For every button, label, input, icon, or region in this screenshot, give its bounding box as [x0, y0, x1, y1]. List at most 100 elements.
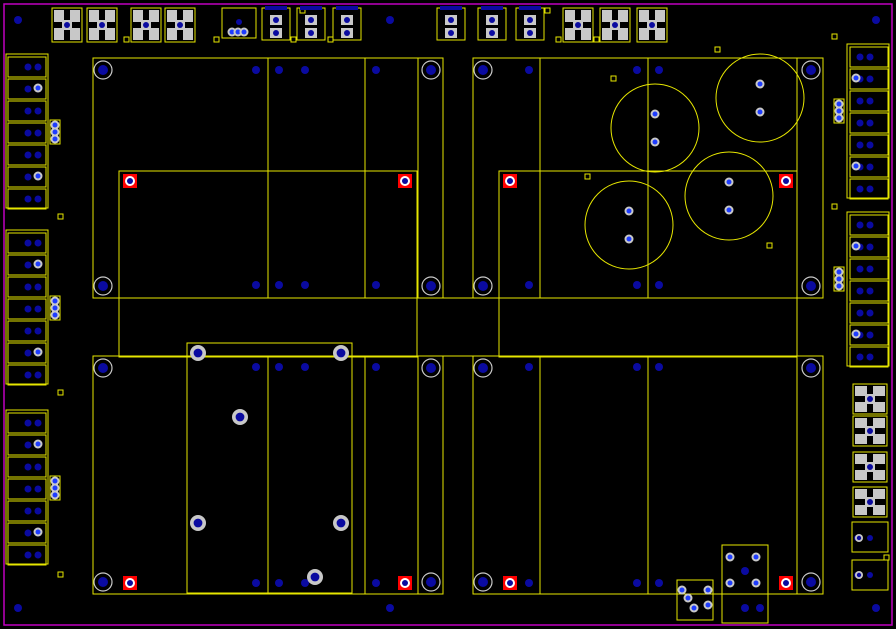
small-pad-drill	[35, 349, 41, 355]
via	[301, 281, 309, 289]
via	[24, 485, 32, 493]
connector-tab	[265, 6, 287, 10]
smd-drill	[612, 22, 618, 28]
connector-outline	[7, 544, 47, 566]
via	[24, 463, 32, 471]
via	[252, 363, 260, 371]
via	[372, 66, 380, 74]
via	[386, 604, 394, 612]
fiducial-drill	[127, 178, 133, 184]
mounting-hole-drill	[98, 65, 108, 75]
fiducial-drill	[507, 580, 513, 586]
connector-outline	[849, 68, 889, 90]
silk-marker	[584, 173, 591, 180]
mounting-hole-drill	[98, 281, 108, 291]
inner-frame	[118, 170, 418, 358]
small-pad-drill	[727, 554, 733, 560]
small-pad-drill	[52, 305, 58, 311]
small-pad-drill	[836, 115, 842, 121]
via	[24, 529, 32, 537]
connector-group-outline	[846, 211, 890, 367]
connector-tab	[336, 6, 358, 10]
small-pad-drill	[52, 298, 58, 304]
thru-pad-drill	[193, 348, 203, 358]
connector-outline	[7, 56, 47, 78]
silk-marker	[327, 36, 334, 43]
via	[14, 16, 22, 24]
via	[866, 119, 874, 127]
connector-outline	[7, 522, 47, 544]
small-pad-drill	[757, 81, 763, 87]
via	[655, 66, 663, 74]
via	[856, 97, 864, 105]
small-pad-drill	[52, 312, 58, 318]
via	[34, 419, 42, 427]
via	[856, 221, 864, 229]
small-pad-drill	[853, 243, 859, 249]
mounting-hole-drill	[426, 363, 436, 373]
via	[866, 287, 874, 295]
smd-outline	[130, 7, 162, 43]
silk-marker	[57, 389, 64, 396]
via	[344, 30, 350, 36]
small-pad-drill	[836, 283, 842, 289]
smd-outline	[852, 415, 888, 447]
connector-outline	[7, 78, 47, 100]
fiducial-drill	[402, 580, 408, 586]
via	[308, 30, 314, 36]
mounting-hole-drill	[806, 281, 816, 291]
smd-outline	[86, 7, 118, 43]
small-pad-drill	[836, 269, 842, 275]
thru-pad-drill	[336, 348, 346, 358]
via	[527, 17, 533, 23]
via	[856, 141, 864, 149]
small-pad-drill	[726, 179, 732, 185]
connector-outline	[7, 500, 47, 522]
connector-outline	[7, 276, 47, 298]
silk-marker	[831, 33, 838, 40]
small-pad-drill	[229, 29, 235, 35]
via	[24, 173, 32, 181]
via	[24, 349, 32, 357]
mounting-hole-drill	[806, 363, 816, 373]
connector-outline	[851, 521, 889, 553]
small-pad-drill	[652, 111, 658, 117]
relay-outline	[721, 544, 769, 624]
via	[301, 579, 309, 587]
small-pad-drill	[691, 605, 697, 611]
via	[633, 363, 641, 371]
via	[34, 485, 42, 493]
silk-marker	[123, 36, 130, 43]
via	[866, 353, 874, 361]
connector-tab	[440, 6, 462, 10]
connector-outline	[7, 320, 47, 342]
via	[655, 579, 663, 587]
connector-outline	[849, 156, 889, 178]
via	[24, 151, 32, 159]
via	[14, 604, 22, 612]
via	[372, 281, 380, 289]
via	[756, 604, 764, 612]
pin-header-outline	[833, 98, 845, 124]
smd-drill	[649, 22, 655, 28]
pin-header-outline	[833, 266, 845, 292]
via	[386, 16, 394, 24]
via	[301, 363, 309, 371]
via	[633, 281, 641, 289]
silk-marker	[883, 554, 890, 561]
via	[34, 371, 42, 379]
via	[372, 579, 380, 587]
small-pad-drill	[35, 85, 41, 91]
thru-pad-drill	[235, 412, 245, 422]
silk-marker	[593, 36, 600, 43]
small-pad-drill	[52, 129, 58, 135]
fiducial-drill	[783, 580, 789, 586]
via	[866, 53, 874, 61]
small-pad-drill	[35, 441, 41, 447]
mounting-hole-drill	[806, 577, 816, 587]
via	[741, 604, 749, 612]
via	[275, 579, 283, 587]
via	[856, 53, 864, 61]
via	[448, 17, 454, 23]
connector-outline	[7, 166, 47, 188]
